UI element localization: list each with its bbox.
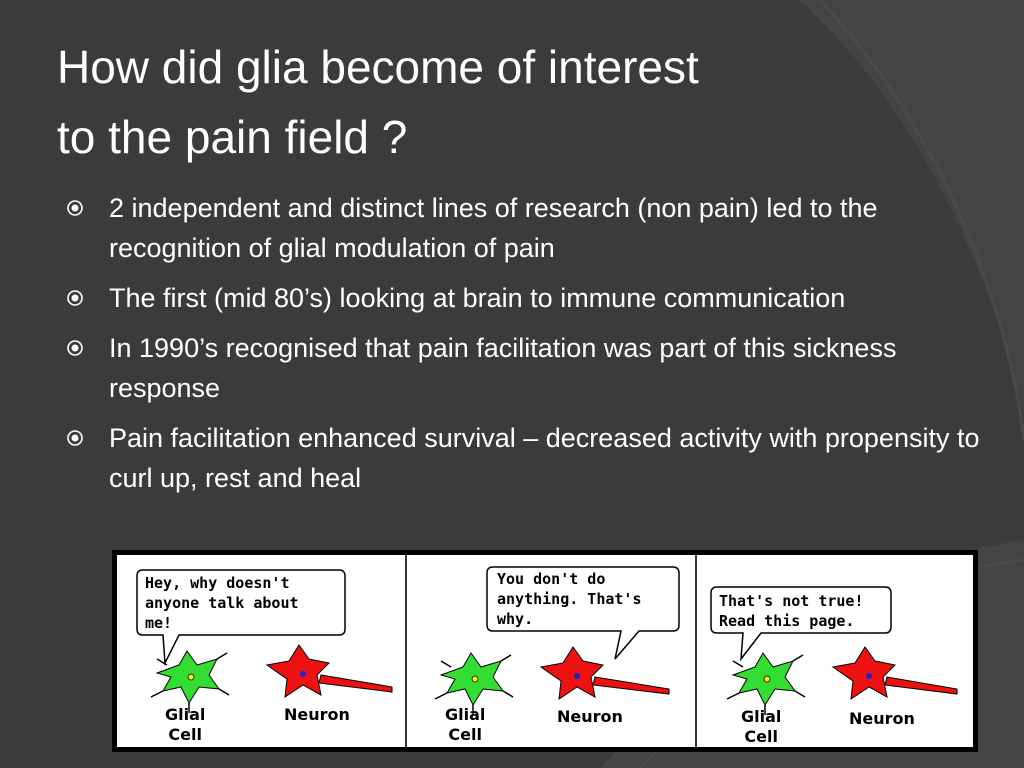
glial-cell-label: Glial Cell bbox=[741, 707, 782, 746]
speech-bubble bbox=[486, 566, 680, 660]
bullet-circle-icon bbox=[67, 430, 83, 446]
bullet-text: The first (mid 80’s) looking at brain to… bbox=[109, 283, 846, 313]
panel-3-drawing bbox=[710, 586, 958, 715]
comic-panel-3: That's not true! Read this page. Glial C… bbox=[697, 555, 973, 747]
bullet-item: 2 independent and distinct lines of rese… bbox=[66, 188, 986, 268]
bullet-circle-icon bbox=[67, 340, 83, 356]
bullet-text: Pain facilitation enhanced survival – de… bbox=[109, 423, 980, 493]
speech-text: Hey, why doesn't anyone talk about me! bbox=[145, 574, 299, 632]
neuron-icon bbox=[539, 646, 670, 701]
bullet-text: In 1990’s recognised that pain facilitat… bbox=[109, 333, 897, 403]
bullet-circle-icon bbox=[67, 200, 83, 216]
speech-bubble bbox=[136, 569, 346, 666]
panel-1-drawing bbox=[136, 569, 393, 713]
speech-text: That's not true! Read this page. bbox=[719, 592, 864, 630]
bullet-text: 2 independent and distinct lines of rese… bbox=[109, 193, 878, 263]
title-line-2: to the pain field ? bbox=[57, 111, 408, 163]
title-line-1: How did glia become of interest bbox=[57, 41, 699, 93]
bullet-item: Pain facilitation enhanced survival – de… bbox=[66, 418, 986, 498]
neuron-label: Neuron bbox=[284, 705, 350, 724]
speech-text: You don't do anything. That's why. bbox=[497, 570, 642, 628]
comic-panel-2: You don't do anything. That's why. Glial… bbox=[407, 555, 697, 747]
glial-cell-label: Glial Cell bbox=[445, 705, 486, 744]
neuron-icon bbox=[831, 646, 958, 701]
bullet-circle-icon bbox=[67, 290, 83, 306]
panel-2-drawing bbox=[434, 566, 680, 715]
comic-strip: Hey, why doesn't anyone talk about me! G… bbox=[112, 550, 978, 752]
neuron-icon bbox=[265, 644, 393, 699]
neuron-label: Neuron bbox=[557, 707, 623, 726]
speech-bubble bbox=[710, 586, 892, 662]
bullet-list: 2 independent and distinct lines of rese… bbox=[66, 188, 986, 508]
bullet-item: In 1990’s recognised that pain facilitat… bbox=[66, 328, 986, 408]
slide-title: How did glia become of interest to the p… bbox=[57, 32, 957, 172]
glial-cell-icon bbox=[150, 650, 230, 713]
glial-cell-icon bbox=[726, 652, 806, 715]
bullet-item: The first (mid 80’s) looking at brain to… bbox=[66, 278, 986, 318]
glial-cell-label: Glial Cell bbox=[165, 705, 206, 744]
neuron-label: Neuron bbox=[849, 709, 915, 728]
comic-panel-1: Hey, why doesn't anyone talk about me! G… bbox=[117, 555, 407, 747]
glial-cell-icon bbox=[434, 652, 514, 715]
